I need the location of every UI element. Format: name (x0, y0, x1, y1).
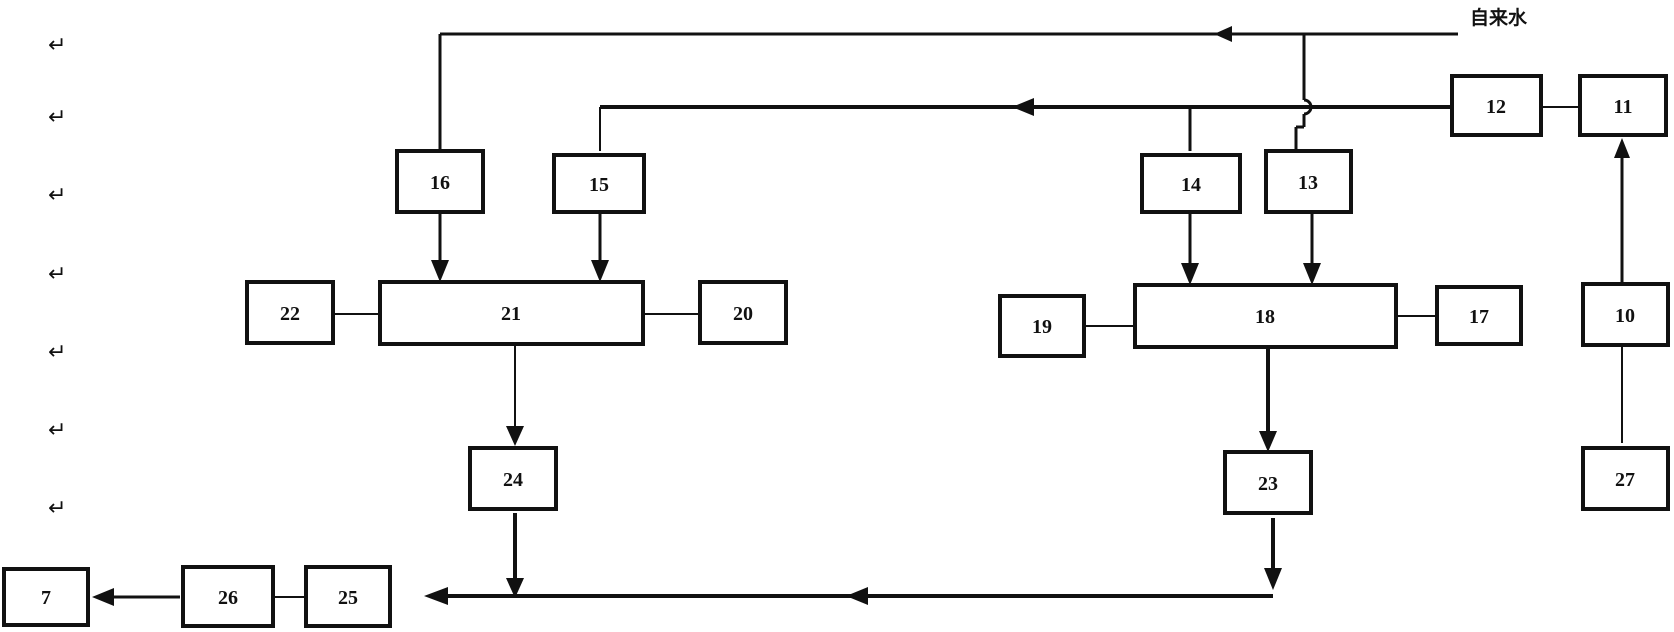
tap-water-arrow-icon (1214, 26, 1232, 42)
block-25: 25 (304, 565, 392, 628)
block-label: 25 (338, 587, 358, 609)
line-15-21-arrow-icon (591, 260, 609, 282)
tap-water-source-label: 自来水 (1470, 6, 1528, 29)
block-label: 21 (501, 303, 521, 325)
block-14: 14 (1140, 153, 1242, 214)
block-15: 15 (552, 153, 646, 214)
block-label: 24 (503, 469, 523, 491)
flow-connectors (92, 26, 1630, 606)
line-23-collector-arrow-icon (1264, 568, 1282, 590)
process-blocks: 7 10 11 12 13 14 15 16 (2, 74, 1670, 628)
collector-arrow-icon (846, 587, 868, 605)
paragraph-mark-icon: ↵ (48, 33, 66, 58)
paragraph-mark-icon: ↵ (48, 418, 66, 443)
block-label: 15 (589, 174, 609, 196)
block-label: 10 (1615, 305, 1635, 327)
block-label: 12 (1486, 96, 1506, 118)
block-27: 27 (1581, 446, 1670, 511)
block-17: 17 (1435, 285, 1523, 346)
paragraph-mark-icon: ↵ (48, 262, 66, 287)
block-21: 21 (378, 280, 645, 346)
block-11: 11 (1578, 74, 1668, 137)
block-label: 18 (1255, 306, 1275, 328)
block-22: 22 (245, 280, 335, 345)
block-10: 10 (1581, 282, 1670, 347)
block-label: 17 (1469, 306, 1489, 328)
block-19: 19 (998, 294, 1086, 358)
line-14-18-arrow-icon (1181, 263, 1199, 285)
block-26: 26 (181, 565, 275, 628)
block-label: 20 (733, 303, 753, 325)
block-label: 27 (1615, 469, 1635, 491)
block-label: 14 (1181, 174, 1201, 196)
block-13: 13 (1264, 149, 1353, 214)
block-18: 18 (1133, 283, 1398, 349)
line-21-24-arrow-icon (506, 426, 524, 446)
paragraph-mark-icon: ↵ (48, 340, 66, 365)
block-16: 16 (395, 149, 485, 214)
block-label: 11 (1614, 96, 1633, 118)
collector-to-25-arrow-icon (424, 587, 448, 605)
block-label: 19 (1032, 316, 1052, 338)
paragraph-mark-icon: ↵ (48, 496, 66, 521)
line-16-21-arrow-icon (431, 260, 449, 282)
block-23: 23 (1223, 450, 1313, 515)
line-13-18-arrow-icon (1303, 263, 1321, 285)
block-label: 26 (218, 587, 238, 609)
line-18-23-arrow-icon (1259, 431, 1277, 452)
block-label: 22 (280, 303, 300, 325)
block-label: 16 (430, 172, 450, 194)
paragraph-mark-icon: ↵ (48, 183, 66, 208)
block-20: 20 (698, 280, 788, 345)
block-label: 7 (41, 587, 51, 609)
paragraph-mark-icon: ↵ (48, 105, 66, 130)
paragraph-marks: ↵ ↵ ↵ ↵ ↵ ↵ ↵ (48, 33, 66, 521)
line-from-12-arrow-icon (1012, 98, 1034, 116)
block-7: 7 (2, 567, 90, 627)
block-label: 13 (1298, 172, 1318, 194)
block-12: 12 (1450, 74, 1543, 137)
line-24-collector-arrow-icon (506, 578, 524, 598)
line-10-11-arrow-icon (1614, 138, 1630, 158)
block-label: 23 (1258, 473, 1278, 495)
block-24: 24 (468, 446, 558, 511)
line-26-7-arrow-icon (92, 588, 114, 606)
